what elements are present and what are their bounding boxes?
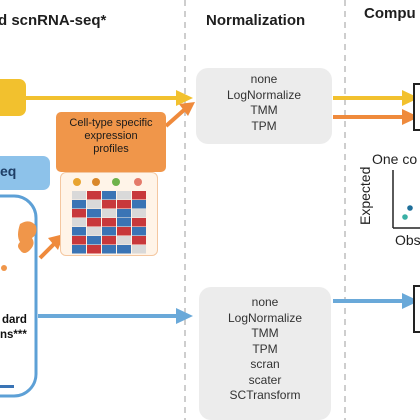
normalization-method: TMM (251, 326, 279, 340)
orange-arrow-diag-upper (164, 108, 186, 128)
heatmap-cell (87, 209, 101, 218)
heatmap-cell (132, 245, 146, 254)
heatmap-cell (117, 200, 131, 209)
normalization-method: TPM (252, 341, 278, 356)
heatmap-cell (132, 236, 146, 245)
header-normalization: Normalization (206, 12, 306, 29)
orange-figure-icon (18, 221, 37, 253)
heatmap-card (60, 172, 158, 256)
cell-icon (112, 178, 120, 186)
plot-point (402, 214, 408, 220)
heatmap-cell (102, 200, 116, 209)
heatmap-cell (87, 245, 101, 254)
normalization-method: LogNormalize (226, 87, 302, 102)
orange-arrow-diag-lower (38, 242, 56, 260)
heatmap-cell (117, 218, 131, 227)
cell-icon (134, 178, 142, 186)
normalization-method: none (251, 295, 279, 309)
heatmap-cell (87, 191, 101, 200)
normalization-method: LogNormalize (227, 310, 303, 325)
header-right: Compu (364, 5, 416, 22)
heatmap-cell (132, 209, 146, 218)
heatmap-cell (72, 200, 86, 209)
right-box-bottom (413, 285, 420, 333)
heatmap-cell (117, 245, 131, 254)
orange-arrowhead-right (402, 109, 419, 125)
heatmap-cell (102, 191, 116, 200)
yellow-arrowhead-left (176, 90, 193, 106)
normalization-method: SCTransform (229, 388, 301, 402)
plot-y-label: Expected (357, 166, 373, 225)
heatmap-cell (102, 218, 116, 227)
heatmap-cell (117, 191, 131, 200)
heatmap-cell (87, 236, 101, 245)
blue-arrowhead-right (402, 293, 419, 309)
right-panel-title: One co (372, 151, 418, 167)
heatmap-cell (102, 227, 116, 236)
cell-icon (92, 178, 100, 186)
panel-footer-line (0, 385, 14, 388)
normalization-method: none (250, 72, 278, 86)
expression-profiles-box: Cell-type specific expression profiles (56, 112, 166, 172)
heatmap-cell (72, 209, 86, 218)
blue-tab-label: eq (0, 163, 17, 179)
orange-arrowhead-diag-upper (179, 102, 195, 116)
heatmap-cell (102, 245, 116, 254)
yellow-arrowhead-right (402, 90, 419, 106)
heatmap-cell (102, 236, 116, 245)
heatmap-cell (87, 200, 101, 209)
heatmap-cell (132, 218, 146, 227)
header-left: d scnRNA-seq* (0, 12, 107, 29)
heatmap-cell (132, 191, 146, 200)
plot-x-label: Obs (395, 232, 420, 248)
right-box-top (413, 83, 420, 131)
yellow-tab (0, 79, 26, 116)
profiles-label-line3: profiles (93, 143, 129, 155)
heatmap-svg (72, 178, 146, 254)
cell-icon (73, 178, 81, 186)
blue-tab (0, 156, 50, 190)
heatmap-cell (72, 236, 86, 245)
normalization-method: scater (248, 372, 282, 387)
heatmap-cell (72, 218, 86, 227)
heatmap-cell (132, 200, 146, 209)
left-bold-line1: dard (2, 314, 27, 326)
heatmap-cell (117, 227, 131, 236)
heatmap-cell (132, 227, 146, 236)
heatmap-cell (87, 218, 101, 227)
normalization-method: TPM (251, 118, 277, 133)
left-bold-line2: ns*** (0, 329, 27, 341)
normalization-method: scran (250, 357, 280, 371)
profiles-label-line2: expression (84, 130, 138, 142)
orange-dot-icon (1, 265, 7, 271)
heatmap-cell (117, 209, 131, 218)
heatmap-cell (72, 191, 86, 200)
heatmap-cell (87, 227, 101, 236)
plot-point (407, 205, 413, 211)
heatmap-cell (72, 227, 86, 236)
profiles-label-line1: Cell-type specific (69, 117, 153, 129)
heatmap-cell (117, 236, 131, 245)
heatmap-cell (102, 209, 116, 218)
blue-arrowhead-left (176, 308, 193, 324)
heatmap-cell (72, 245, 86, 254)
normalization-method: TMM (250, 103, 278, 117)
